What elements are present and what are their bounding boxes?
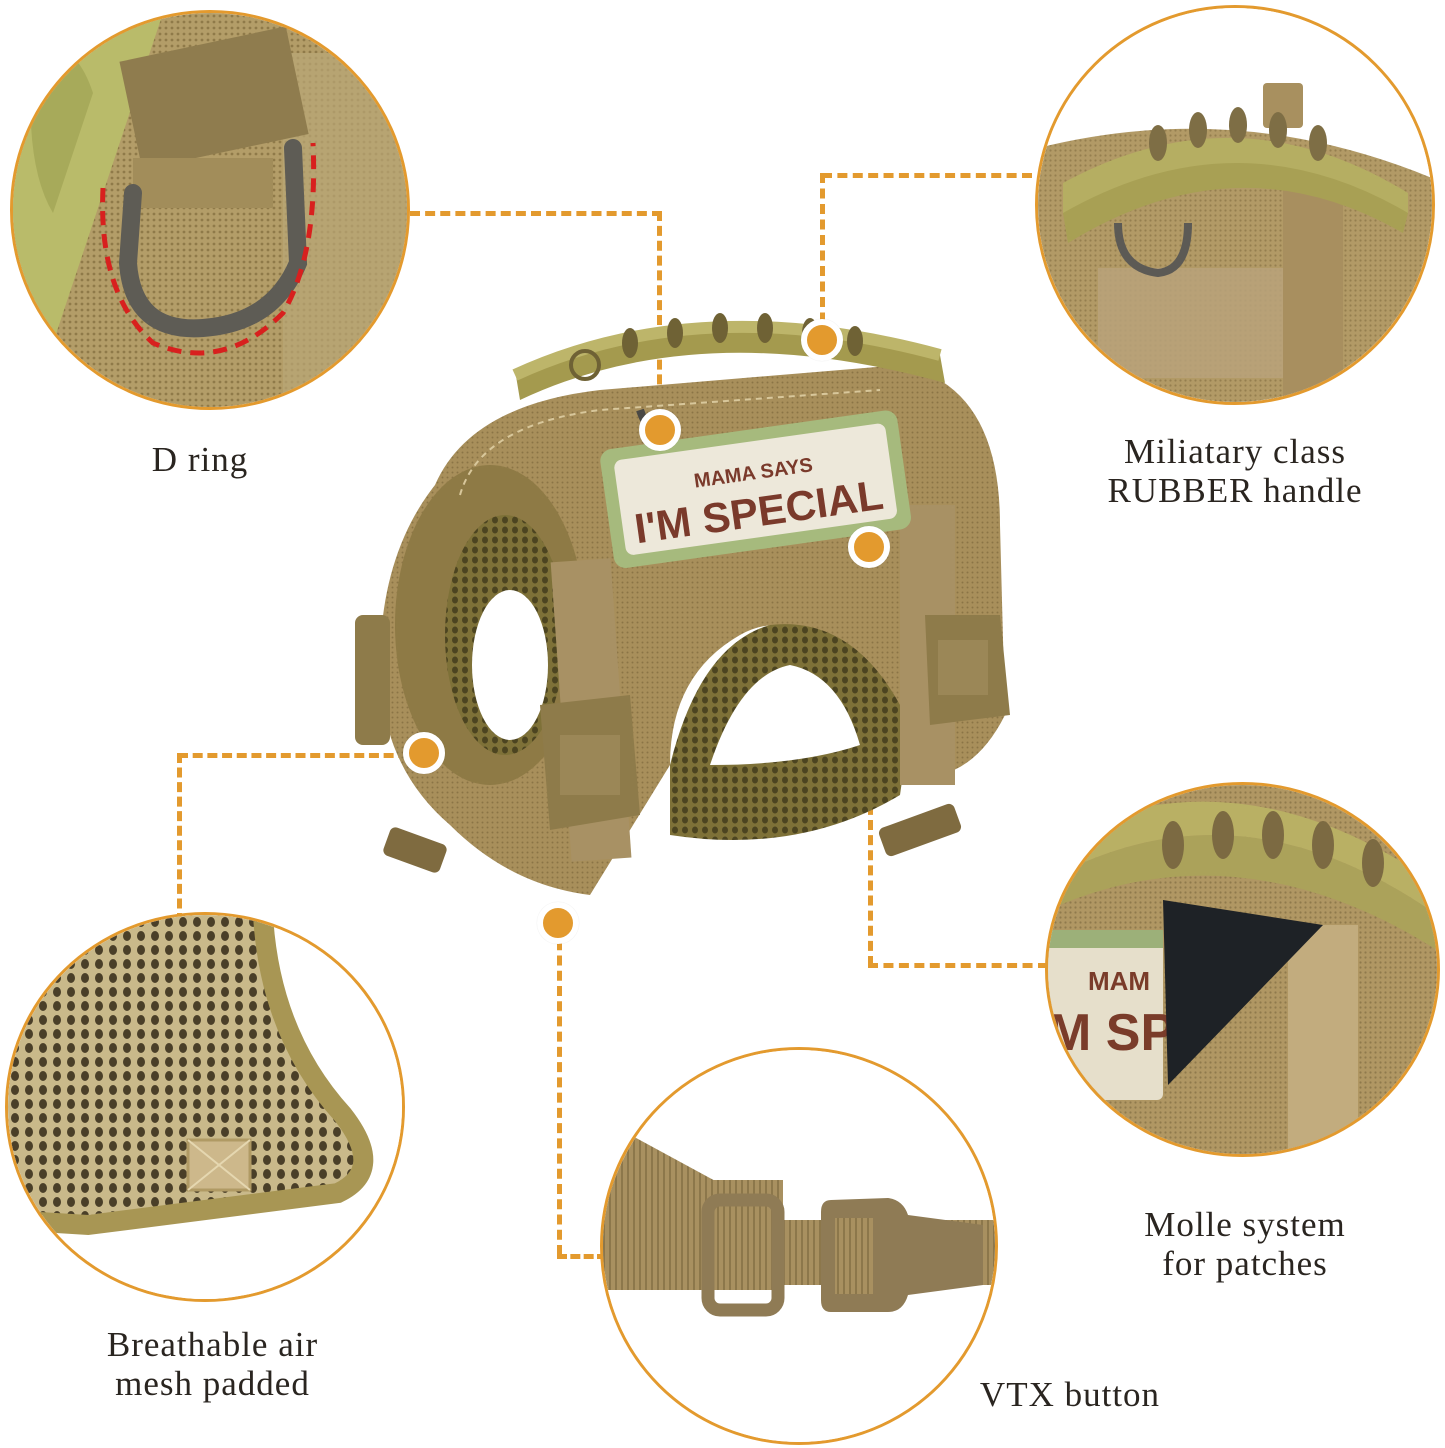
- d-ring-closeup-icon: [13, 13, 407, 407]
- air-mesh-closeup-circle: [5, 912, 405, 1302]
- leader-line-d-ring-h: [410, 211, 662, 216]
- hotspot-air-mesh[interactable]: [403, 732, 445, 774]
- leader-line-vtx-h: [557, 1254, 607, 1259]
- buckle-side: [925, 615, 1010, 725]
- hotspot-vtx-button[interactable]: [537, 902, 579, 944]
- rubber-handle-closeup-icon: [1038, 8, 1432, 402]
- hotspot-d-ring[interactable]: [639, 409, 681, 451]
- hotspot-molle[interactable]: [848, 526, 890, 568]
- hotspot-rubber-handle[interactable]: [801, 319, 843, 361]
- feature-label-air-mesh: Breathable air mesh padded: [106, 1325, 319, 1403]
- feature-label-d-ring: D ring: [151, 440, 249, 479]
- leader-line-d-ring-v: [657, 211, 662, 429]
- d-ring-closeup-circle: [10, 10, 410, 410]
- molle-patch-text-2: M SP: [1048, 1004, 1175, 1062]
- buckle-closeup-icon: [603, 1050, 995, 1442]
- feature-label-rubber-handle: Miliatary class RUBBER handle: [1107, 432, 1363, 510]
- leader-line-vtx-v: [557, 925, 562, 1255]
- harness-product-image: MAMA SAYS I'M SPECIAL: [340, 295, 1040, 955]
- vtx-button-closeup-circle: [600, 1047, 998, 1445]
- leader-line-mesh-v: [177, 753, 182, 923]
- harness-icon: MAMA SAYS I'M SPECIAL: [355, 313, 1010, 895]
- feature-label-molle: Molle system for patches: [1144, 1205, 1346, 1283]
- leader-line-mesh-h: [178, 753, 423, 758]
- leader-line-handle-h: [822, 173, 1032, 178]
- leader-line-molle-h: [868, 963, 1048, 968]
- rubber-handle-closeup-circle: [1035, 5, 1435, 405]
- velcro-patch-closeup-icon: MAM M SP: [1048, 785, 1437, 1154]
- patch: MAMA SAYS I'M SPECIAL: [600, 410, 911, 568]
- buckle-front: [540, 695, 640, 830]
- feature-label-vtx-button: VTX button: [979, 1375, 1161, 1414]
- molle-patch-text-1: MAM: [1088, 966, 1150, 996]
- mesh-padding-closeup-icon: [8, 915, 402, 1299]
- molle-closeup-circle: MAM M SP: [1045, 782, 1440, 1157]
- leader-line-handle-v: [820, 173, 825, 338]
